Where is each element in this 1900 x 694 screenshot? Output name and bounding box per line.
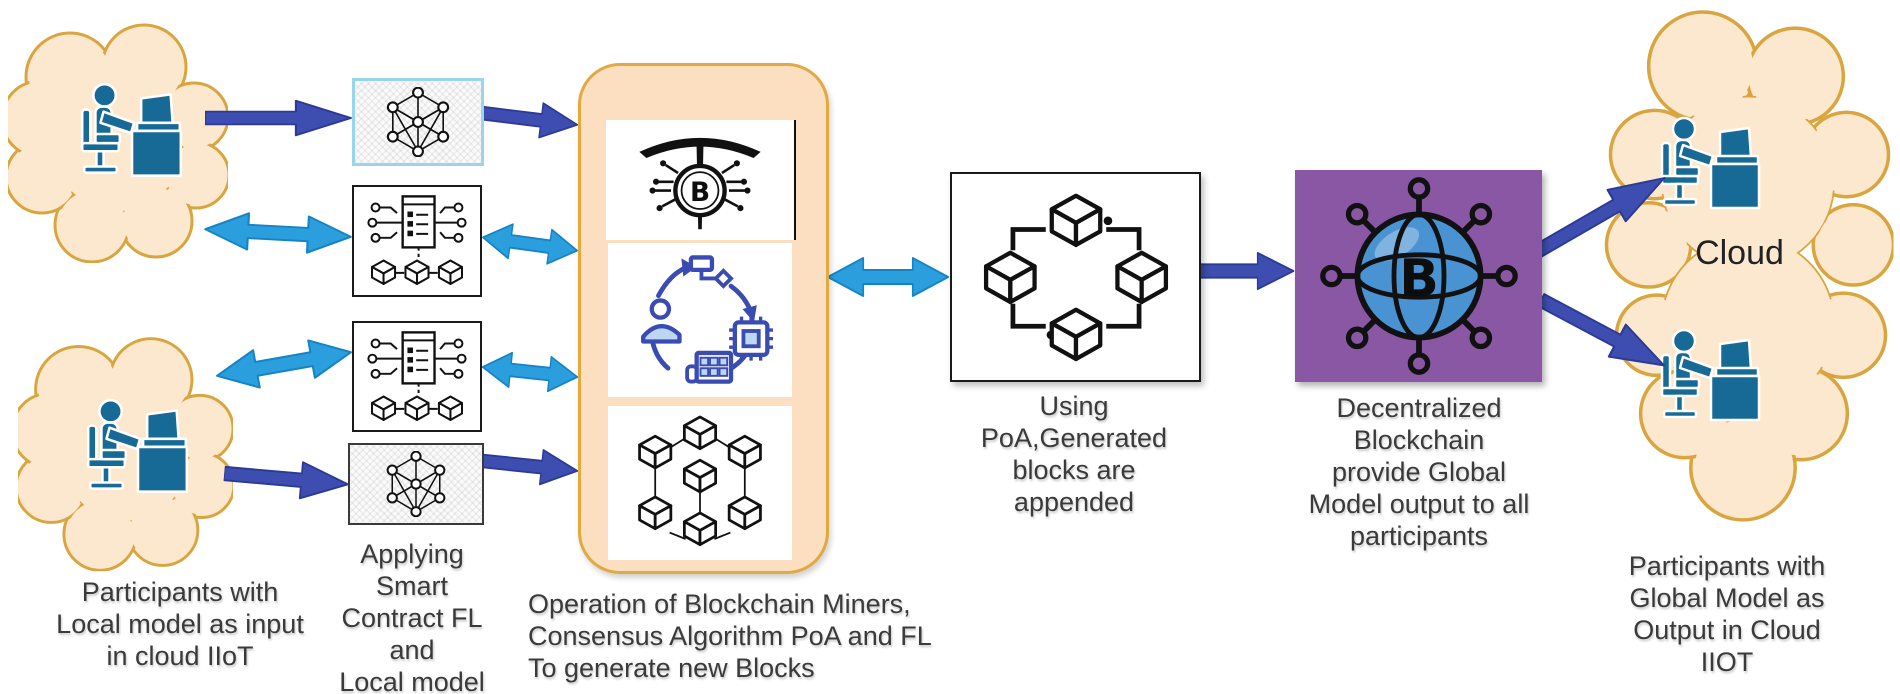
federated-network-icon (380, 87, 456, 157)
blockchain-cubes-icon (620, 410, 780, 556)
arrow-cloud2-contract2 (211, 330, 357, 398)
person-at-desk-icon (70, 76, 192, 192)
bitcoin-miner-tile (606, 120, 796, 240)
arrow-fl-bottom-panel (480, 441, 581, 491)
federated-network-icon (380, 451, 452, 517)
person-at-desk-icon (1650, 322, 1770, 436)
arrow-panel-poa (826, 255, 950, 299)
consensus-cycle-icon (615, 246, 785, 394)
decentralized-global-model-box (1295, 170, 1542, 382)
caption-miners-operation: Operation of Blockchain Miners, Consensu… (528, 589, 932, 683)
arrow-contract1-panel (479, 217, 582, 270)
poa-blockchain-icon (968, 186, 1184, 368)
arrow-contract2-panel (479, 347, 581, 397)
arrow-cloud1-to-fl-top (205, 98, 353, 138)
caption-poa-appended: Using PoA,Generated blocks are appended (980, 391, 1168, 517)
decentralized-bitcoin-globe-icon (1318, 175, 1520, 377)
caption-left-participants: Participants with Local model as input i… (56, 577, 304, 671)
person-at-desk-icon (76, 392, 198, 508)
smart-contract-icon (361, 326, 473, 428)
cloud-label: Cloud (1695, 234, 1784, 272)
blockchain-cubes-tile (608, 406, 792, 560)
caption-right-participants: Participants with Global Model as Output… (1628, 551, 1826, 677)
person-at-desk-icon (1650, 110, 1770, 224)
fl-model-box-bottom (348, 443, 484, 525)
arrow-cloud2-to-fl-bottom (222, 453, 351, 506)
cloud-output-right (1602, 2, 1894, 544)
arrow-fl-top-panel (478, 93, 581, 145)
caption-applying-smart-contract: Applying Smart Contract FL and Local mod… (339, 539, 485, 694)
smart-contract-icon (361, 190, 473, 292)
miners-panel (578, 63, 829, 574)
smart-contract-box-1 (352, 185, 482, 297)
smart-contract-box-2 (352, 321, 482, 432)
caption-global-model: Decentralized Blockchain provide Global … (1308, 393, 1530, 551)
arrow-poa-global (1198, 250, 1295, 292)
consensus-tile (608, 243, 792, 397)
bitcoin-miner-icon (616, 122, 784, 238)
arrow-cloud1-contract1 (202, 208, 354, 258)
fl-model-box-top (352, 78, 484, 166)
cloud-shape-icon (1602, 2, 1894, 544)
poa-blocks-box (950, 172, 1201, 382)
